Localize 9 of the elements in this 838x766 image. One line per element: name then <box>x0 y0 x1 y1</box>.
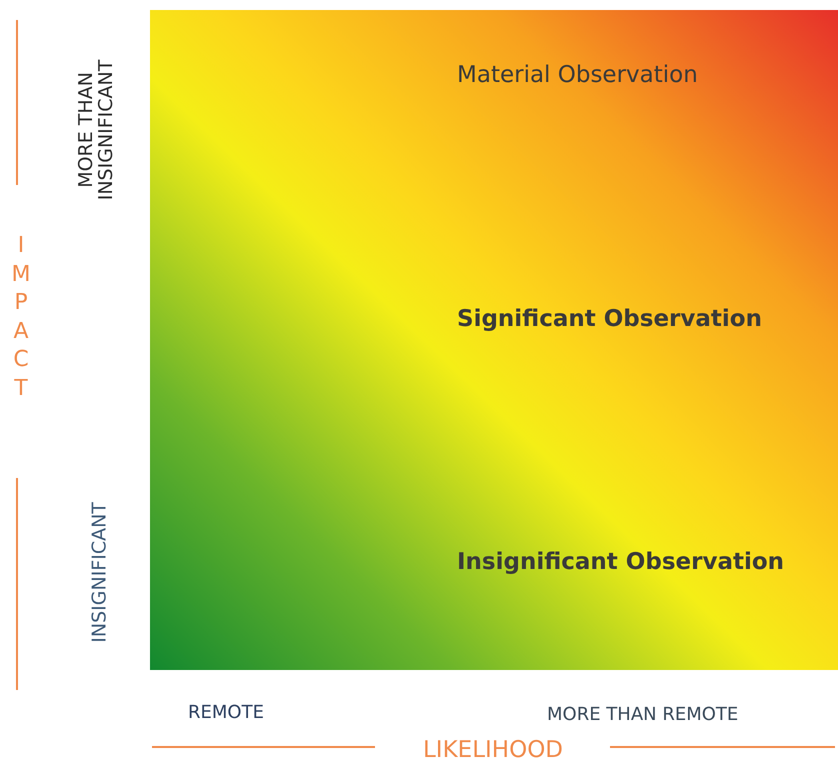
axis-tick-label: REMOTE <box>188 702 264 723</box>
axis-tick-label: MORE THAN REMOTE <box>547 704 738 725</box>
axis-title: IMPACT <box>10 232 32 403</box>
axis-title: LIKELIHOOD <box>422 737 564 763</box>
axis-tick-label: MORE THAN INSIGNIFICANT <box>77 58 117 202</box>
axis-tick-label: INSIGNIFICANT <box>88 500 112 644</box>
zone-label: Significant Observation <box>457 306 762 332</box>
zone-label: Material Observation <box>457 62 698 88</box>
zone-label: Insignificant Observation <box>457 549 784 575</box>
